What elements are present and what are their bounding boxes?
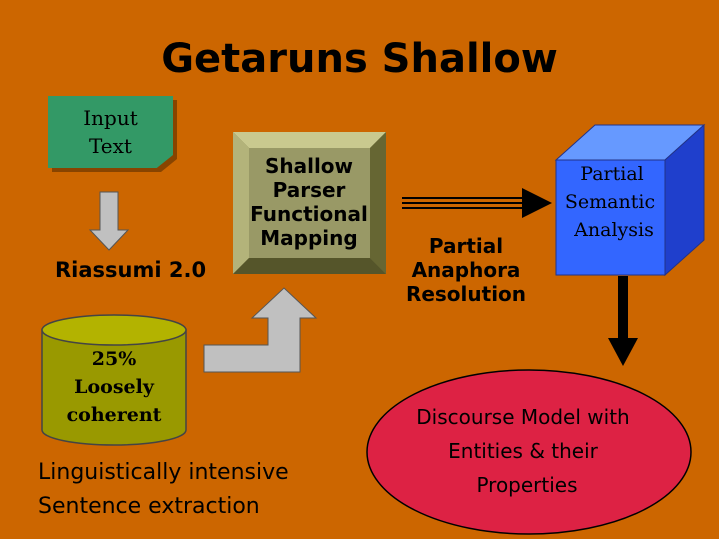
ellipse-line: Properties — [476, 473, 577, 497]
tool-label: Riassumi 2.0 — [55, 258, 207, 282]
cylinder-shape — [41, 314, 187, 446]
anaphora-line: Resolution — [405, 282, 527, 306]
anaphora-line: Anaphora — [411, 258, 521, 282]
cube-down-arrow-icon — [608, 276, 638, 366]
caption-line: Sentence extraction — [38, 494, 260, 519]
anaphora-line: Partial — [428, 234, 504, 258]
down-arrow-icon — [88, 191, 130, 251]
right-arrow-icon — [402, 188, 552, 218]
cylinder-line: 25% — [92, 348, 137, 370]
input-text-box: Input Text — [48, 96, 173, 168]
ellipse-text: Discourse Model with Entities & their Pr… — [416, 405, 629, 497]
parser-line: Shallow — [265, 154, 353, 178]
parser-box-shape — [233, 132, 386, 274]
cylinder-line: coherent — [67, 404, 162, 426]
cube-text: Partial Semantic Analysis — [565, 163, 655, 241]
parser-text: Shallow Parser Functional Mapping — [250, 154, 368, 250]
caption-line: Linguistically intensive — [38, 460, 289, 485]
parser-line: Mapping — [260, 226, 357, 250]
cube-line: Analysis — [573, 219, 654, 241]
elbow-up-arrow-icon — [203, 287, 318, 373]
cylinder-text: 25% Loosely coherent — [67, 348, 162, 426]
anaphora-label: Partial Anaphora Resolution — [402, 234, 530, 306]
cube-line: Semantic — [565, 191, 655, 213]
input-box-line: Text — [89, 134, 132, 158]
ellipse-line: Discourse Model with — [416, 405, 629, 429]
parser-line: Parser — [273, 178, 346, 202]
cylinder-line: Loosely — [74, 376, 155, 398]
ellipse-line: Entities & their — [448, 439, 599, 463]
input-box-line: Input — [83, 106, 138, 130]
semantic-cube-shape — [554, 123, 706, 277]
bottom-caption: Linguistically intensive Sentence extrac… — [38, 456, 289, 524]
diagram-title: Getaruns Shallow — [161, 36, 558, 82]
cube-line: Partial — [580, 163, 643, 185]
discourse-ellipse-shape — [366, 369, 692, 535]
parser-line: Functional — [250, 202, 368, 226]
